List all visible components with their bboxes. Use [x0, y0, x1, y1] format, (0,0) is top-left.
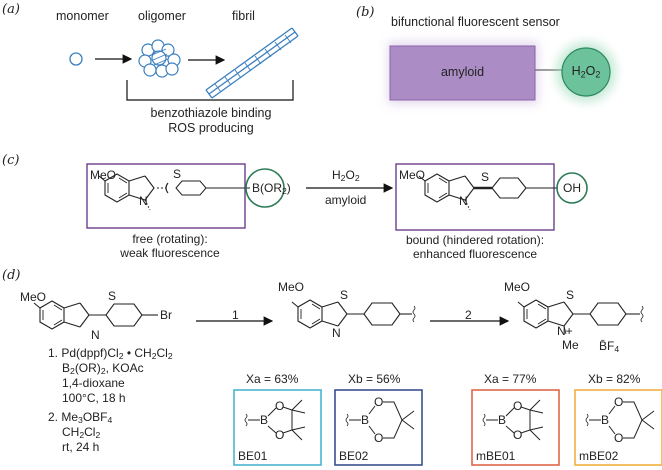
- neopentyl-ring-be02: [345, 401, 415, 439]
- condition-1a: 1. Pd(dppf)Cl2 • CH2Cl2: [48, 346, 173, 362]
- pinacol-ring-be01: [244, 399, 306, 441]
- boronate-ester-compound: [291, 299, 416, 329]
- amyloid-box-label: amyloid: [440, 65, 485, 79]
- panel-d-label: (d): [2, 268, 21, 283]
- n-atom-free: N: [139, 194, 148, 208]
- yield-mbe01: Xa = 77%: [484, 372, 537, 386]
- neopentyl-ring-mbe02: [585, 401, 655, 439]
- s-atom-product: S: [566, 288, 575, 302]
- oligomer-icon: [138, 39, 181, 78]
- yield-be02: Xb = 56%: [348, 372, 401, 386]
- amyloid-box: [389, 45, 536, 101]
- benzothiazole-bound: [418, 173, 558, 211]
- meo-label-intermediate: MeO: [278, 280, 305, 294]
- free-caption-line1: free (rotating):: [132, 232, 208, 246]
- boronate-label: B(OR2): [252, 181, 291, 197]
- condition-2b: CH2Cl2: [62, 425, 101, 441]
- step-2-label: 2: [465, 308, 472, 322]
- condition-2a: 2. Me3OBF4: [48, 410, 113, 426]
- bound-sensor-box: [395, 163, 555, 231]
- sensor-title: bifunctional fluorescent sensor: [391, 15, 560, 29]
- meo-label-product: MeO: [504, 280, 531, 294]
- boron-mbe02: B: [601, 413, 610, 427]
- mbe01-box: [471, 389, 560, 466]
- condition-2c: rt, 24 h: [62, 440, 100, 454]
- oxygen-be02-top: O: [374, 395, 384, 409]
- boron-mbe01: B: [498, 413, 507, 427]
- oxygen-mbe02-top: O: [614, 395, 624, 409]
- compound-be01-label: BE01: [238, 449, 268, 463]
- boron-be02: B: [361, 413, 370, 427]
- s-atom-free: S: [173, 167, 182, 181]
- mbe02-box: [574, 389, 662, 466]
- pinacol-ring-mbe01: [482, 399, 544, 441]
- hydroxyl-circle: [556, 172, 588, 204]
- condition-1c: 1,4-dioxane: [62, 376, 125, 390]
- oxygen-be02-bottom: O: [374, 431, 384, 445]
- h2o2-circle: [561, 47, 611, 97]
- bound-caption-line2: enhanced fluorescence: [412, 247, 538, 261]
- condition-1d: 100°C, 18 h: [62, 391, 126, 405]
- bound-caption-line1: bound (hindered rotation):: [405, 233, 545, 247]
- meo-label-start: MeO: [20, 290, 47, 304]
- be01-box: [233, 389, 322, 466]
- s-atom-intermediate: S: [340, 288, 349, 302]
- condition-1b: B2(OR)2, KOAc: [62, 361, 144, 377]
- compound-mbe02-label: mBE02: [579, 449, 619, 463]
- phenyl-free: [175, 180, 250, 196]
- boronate-circle: [245, 168, 285, 208]
- bracket-text-line2: ROS producing: [168, 121, 254, 135]
- hydroxyl-label: OH: [563, 181, 581, 195]
- monomer-label: monomer: [56, 9, 109, 23]
- bracket: [126, 80, 294, 101]
- oxygen-mbe01-bottom: O: [513, 428, 523, 442]
- yield-be01: Xa = 63%: [246, 372, 299, 386]
- be02-box: [334, 389, 423, 466]
- free-sensor-box: [86, 163, 246, 229]
- methyl-label: Me: [562, 338, 579, 352]
- counterion-label: B̄F4: [599, 339, 620, 355]
- s-atom-start: S: [108, 289, 117, 303]
- panel-a-label: (a): [2, 2, 20, 17]
- meo-label-bound: MeO: [399, 168, 426, 182]
- yield-mbe02: Xb = 82%: [588, 372, 641, 386]
- compound-be02-label: BE02: [339, 449, 369, 463]
- methylated-compound: [517, 299, 644, 335]
- panel-c-label: (c): [2, 153, 20, 168]
- n-atom-bound: N: [459, 194, 468, 208]
- compound-mbe01-label: mBE01: [476, 449, 516, 463]
- h2o2-label: H2O2: [571, 64, 601, 80]
- oxygen-be01-bottom: O: [275, 428, 285, 442]
- arrow-reagent-h2o2: H2O2: [332, 168, 360, 184]
- panel-b-label: (b): [356, 5, 375, 20]
- monomer-icon: [69, 52, 83, 66]
- benzothiazole-free: [98, 173, 169, 211]
- oligomer-label: oligomer: [138, 9, 186, 23]
- meo-label-free: MeO: [90, 168, 117, 182]
- arrow-reagent-amyloid: amyloid: [325, 193, 367, 207]
- free-caption-line2: weak fluorescence: [120, 246, 220, 260]
- n-atom-start: N: [91, 328, 100, 342]
- boron-be01: B: [260, 413, 269, 427]
- fibril-label: fibril: [232, 9, 255, 23]
- oxygen-be01-top: O: [275, 399, 285, 413]
- start-compound: [33, 300, 158, 330]
- fibril-icon: [205, 27, 299, 99]
- step-1-label: 1: [232, 308, 239, 322]
- n-atom-intermediate: N: [332, 326, 341, 340]
- n-plus-label: N+: [557, 324, 573, 338]
- s-atom-bound: S: [481, 170, 490, 184]
- oxygen-mbe01-top: O: [513, 399, 523, 413]
- oxygen-mbe02-bottom: O: [614, 431, 624, 445]
- bracket-text-line1: benzothiazole binding: [150, 106, 272, 120]
- bromo-label: Br: [160, 308, 172, 322]
